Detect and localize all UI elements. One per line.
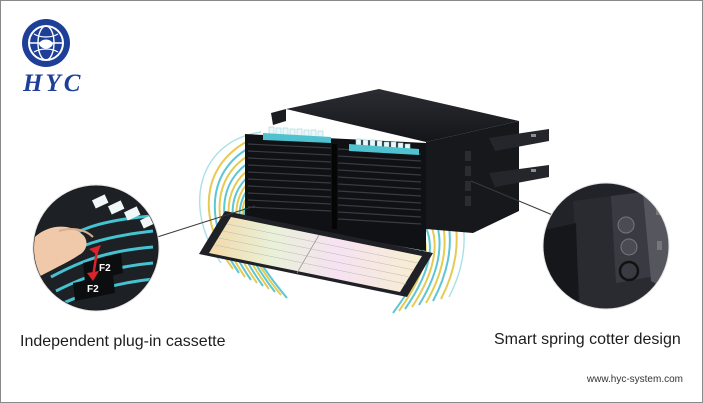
label-tray bbox=[199, 211, 433, 297]
website-text: www.hyc-system.com bbox=[586, 374, 683, 385]
chassis bbox=[271, 89, 549, 233]
port-label: F2 bbox=[99, 263, 111, 274]
port-label: F2 bbox=[87, 284, 99, 295]
left-detail-callout: F2 F2 bbox=[32, 184, 160, 312]
caption-plug-in-cassette: Independent plug-in cassette bbox=[20, 333, 226, 350]
cassette-stack bbox=[245, 126, 471, 251]
brand-name: HYC bbox=[23, 70, 84, 97]
caption-spring-cotter: Smart spring cotter design bbox=[494, 331, 681, 348]
right-detail-callout bbox=[542, 182, 670, 310]
hyc-globe-logo-icon bbox=[22, 19, 70, 67]
